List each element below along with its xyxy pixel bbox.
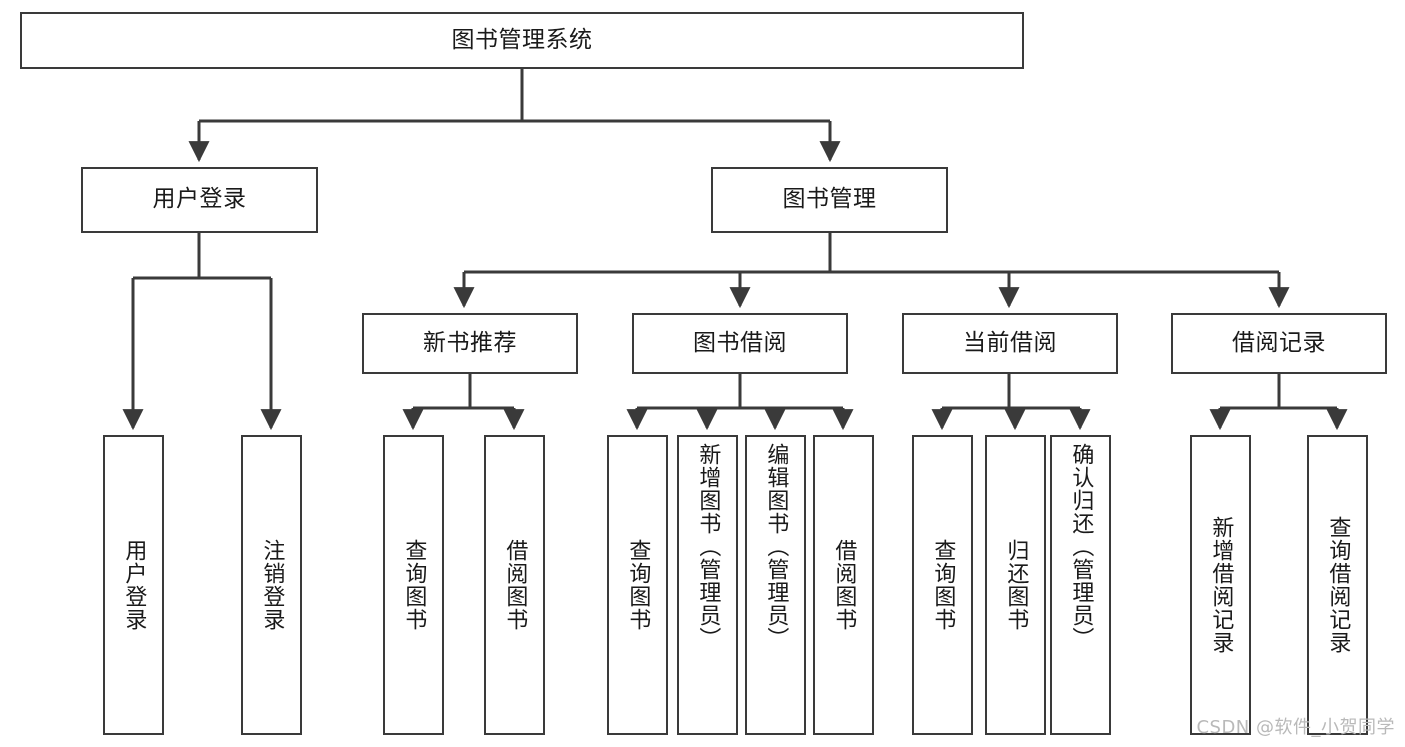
watermark-text: CSDN @软件_小贺同学 [1196,717,1395,738]
node-leaf-rec-add-record-label: 新增借阅记录 [1208,516,1234,654]
node-book-manage-label: 图书管理 [782,186,877,213]
node-leaf-bor-add-book[interactable]: 新增图书（管理员） [677,435,738,735]
node-leaf-rec-borrow-book[interactable]: 借阅图书 [484,435,545,735]
node-new-book-rec-label: 新书推荐 [423,329,517,356]
node-current-borrow[interactable]: 当前借阅 [902,313,1118,374]
node-book-manage[interactable]: 图书管理 [711,167,948,233]
node-leaf-bor-borrow-book[interactable]: 借阅图书 [813,435,874,735]
node-leaf-rec-query-record[interactable]: 查询借阅记录 [1307,435,1368,735]
node-leaf-user-login[interactable]: 用户登录 [103,435,164,735]
node-leaf-cur-query-book[interactable]: 查询图书 [912,435,973,735]
node-leaf-bor-add-book-label: 新增图书（管理员） [695,443,721,650]
node-leaf-bor-edit-book-label: 编辑图书（管理员） [763,443,789,650]
node-leaf-bor-edit-book[interactable]: 编辑图书（管理员） [745,435,806,735]
node-borrow-record-label: 借阅记录 [1232,329,1326,356]
node-user-login[interactable]: 用户登录 [81,167,318,233]
node-leaf-cur-confirm-return[interactable]: 确认归还（管理员） [1050,435,1111,735]
node-leaf-user-logout[interactable]: 注销登录 [241,435,302,735]
node-leaf-rec-borrow-book-label: 借阅图书 [502,539,528,631]
node-leaf-bor-query-book-label: 查询图书 [625,539,651,631]
node-root-label: 图书管理系统 [451,26,593,53]
node-leaf-rec-add-record[interactable]: 新增借阅记录 [1190,435,1251,735]
node-leaf-cur-query-book-label: 查询图书 [930,539,956,631]
node-user-login-label: 用户登录 [152,186,247,213]
node-leaf-rec-query-book-label: 查询图书 [401,539,427,631]
node-book-borrow-label: 图书借阅 [693,329,787,356]
node-new-book-rec[interactable]: 新书推荐 [362,313,578,374]
node-leaf-cur-return-book[interactable]: 归还图书 [985,435,1046,735]
node-leaf-cur-confirm-return-label: 确认归还（管理员） [1068,443,1094,650]
node-leaf-user-login-label: 用户登录 [121,539,147,631]
node-leaf-cur-return-book-label: 归还图书 [1003,539,1029,631]
node-leaf-bor-borrow-book-label: 借阅图书 [831,539,857,631]
node-leaf-rec-query-book[interactable]: 查询图书 [383,435,444,735]
node-leaf-user-logout-label: 注销登录 [259,539,285,631]
node-leaf-bor-query-book[interactable]: 查询图书 [607,435,668,735]
node-borrow-record[interactable]: 借阅记录 [1171,313,1387,374]
node-root[interactable]: 图书管理系统 [20,12,1024,69]
node-book-borrow[interactable]: 图书借阅 [632,313,848,374]
node-leaf-rec-query-record-label: 查询借阅记录 [1325,516,1351,654]
node-current-borrow-label: 当前借阅 [963,329,1057,356]
